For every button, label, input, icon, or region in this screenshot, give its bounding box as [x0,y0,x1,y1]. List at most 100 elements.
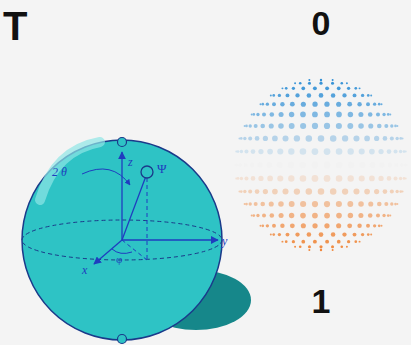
sphere-dot [240,150,243,153]
sphere-dot [359,148,365,154]
sphere-dot [294,82,296,84]
sphere-dot [262,112,266,116]
sphere-dot [294,135,300,141]
sphere-dot [396,203,398,205]
sphere-dot [331,245,334,248]
sphere-dot [292,240,295,243]
sphere-dot [336,123,342,129]
sphere-dot [294,188,300,194]
sphere-dot [262,214,266,218]
sphere-dot [336,223,341,228]
sphere-dot [289,112,294,117]
sphere-dot [240,190,243,193]
sphere-dot [361,94,364,97]
sphere-dot [378,149,383,154]
sphere-dot [383,136,388,141]
sphere-dot [378,103,381,106]
sphere-dot [387,113,390,116]
sphere-dot [244,176,248,180]
sphere-dot [374,136,379,141]
sphere-dot [390,202,393,205]
title-letter: T [3,6,27,46]
sphere-dot [280,224,284,228]
sphere-dot [381,225,383,227]
sphere-dot [394,163,398,167]
sphere-dot [300,213,306,219]
sphere-dot [289,123,295,129]
pole-dot [118,335,127,344]
sphere-dot [295,93,299,97]
state-label: Ψ [157,162,167,175]
sphere-dot [290,223,295,228]
sphere-dot [279,213,284,218]
sphere-dot [285,240,288,243]
sphere-dot [312,148,319,155]
sphere-dot [252,214,255,217]
sphere-dot [308,82,311,85]
sphere-dot [378,176,383,181]
sphere-dot [353,135,359,141]
sphere-dot [243,190,246,193]
sphere-dot [256,214,259,217]
sphere-dot [384,202,388,206]
sphere-dot [394,176,398,180]
sphere-dot [301,87,305,91]
sphere-dot [267,176,273,182]
sphere-dot [406,164,408,166]
sphere-dot [294,246,296,248]
sphere-dot [308,249,310,251]
sphere-dot [289,213,294,218]
projection-line [147,178,148,260]
axis-label: z [128,156,133,168]
sphere-dot [312,223,317,228]
sphere-dot [249,202,252,205]
sphere-dot [368,112,373,117]
sphere-dot [270,234,272,236]
theta-arc [82,169,130,185]
sphere-dot [248,190,252,194]
sphere-dot [277,148,283,154]
sphere-dot [346,246,348,248]
sphere-dot [357,224,361,228]
sphere-dot [301,102,306,107]
sphere-dot [336,201,342,207]
sphere-dot [320,249,322,251]
sphere-dot [342,232,346,236]
sphere-dot [249,124,252,127]
sphere-dot [319,93,324,98]
sphere-dot [368,123,373,128]
sphere-dot [258,162,263,167]
sphere-dot [240,137,243,140]
sphere-dot [312,102,317,107]
sphere-dot [383,189,388,194]
sphere-dot [286,93,290,97]
sphere-dot [325,86,329,90]
sphere-dot [324,175,331,182]
sphere-dot [389,215,391,217]
sphere-dot [260,225,262,227]
sphere-dot [288,148,294,154]
sphere-dot [342,135,348,141]
sphere-dot [278,233,281,236]
sphere-dot [340,245,343,248]
sphere-dot [347,102,352,107]
z-axis [121,152,122,240]
sphere-dot [337,240,341,244]
sphere-dot [324,123,330,129]
sphere-dot [331,232,336,237]
sphere-dot [312,201,318,207]
sphere-dot [267,162,273,168]
sphere-dot [278,94,281,97]
sphere-dot [405,151,407,153]
sphere-dot [300,123,306,129]
sphere-dot [324,162,331,169]
sphere-dot [237,177,240,180]
sphere-dot [347,223,352,228]
sphere-dot [353,233,357,237]
axis-label: y [222,235,227,247]
state-zero: 0 [312,6,331,40]
sphere-dot [244,150,248,154]
sphere-body [22,140,222,340]
sphere-dot [243,163,247,167]
sphere-dot [288,162,294,168]
